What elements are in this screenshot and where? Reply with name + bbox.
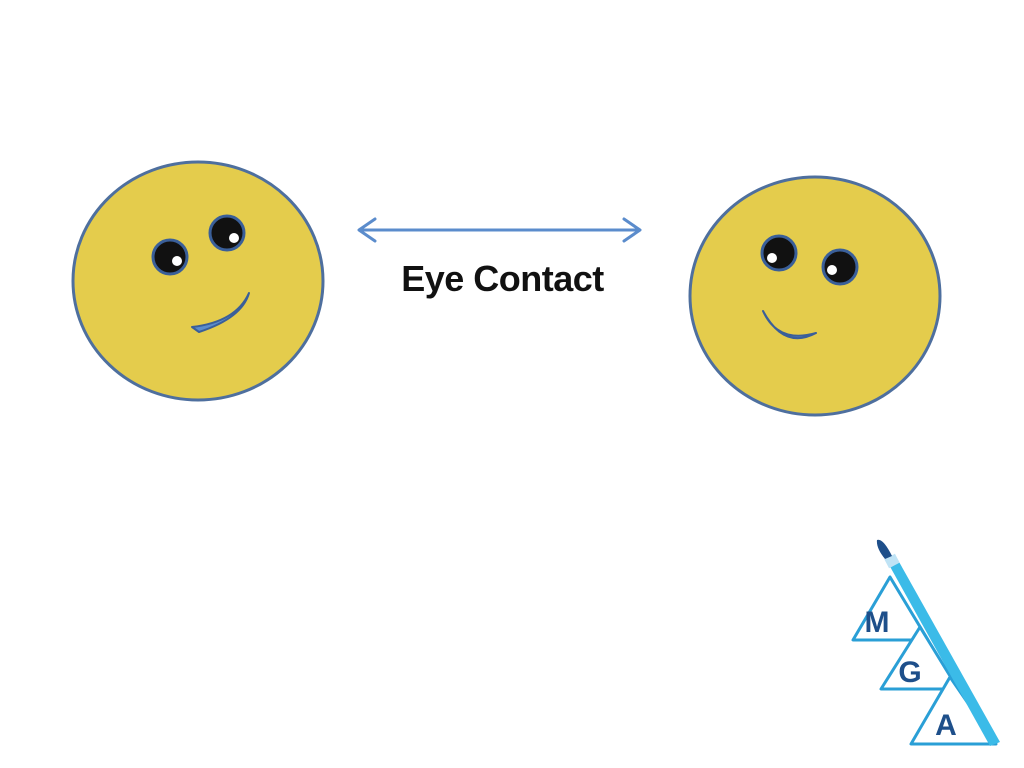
logo-triangle-g <box>879 625 960 691</box>
face-left <box>71 160 325 402</box>
eye-contact-arrow <box>357 217 642 243</box>
face-left-eye-left <box>151 238 189 276</box>
paintbrush-icon <box>876 539 1000 746</box>
face-right <box>688 175 942 417</box>
face-left-eye-right <box>208 214 246 252</box>
logo-letter-m: M <box>865 606 890 639</box>
arrow-head-left <box>357 217 377 243</box>
face-right-head <box>688 175 942 417</box>
logo-triangle-m <box>851 575 930 642</box>
logo-letter-a: A <box>935 709 957 742</box>
face-right-eye-right <box>821 248 859 286</box>
mga-logo: M G A <box>851 539 1000 746</box>
face-right-eye-left <box>760 234 798 272</box>
face-left-mouth <box>191 292 250 333</box>
logo-letter-g: G <box>898 656 921 689</box>
arrow-head-right <box>622 217 642 243</box>
face-left-head <box>71 160 325 402</box>
eye-contact-label: Eye Contact <box>401 258 604 299</box>
face-right-mouth <box>762 310 817 340</box>
